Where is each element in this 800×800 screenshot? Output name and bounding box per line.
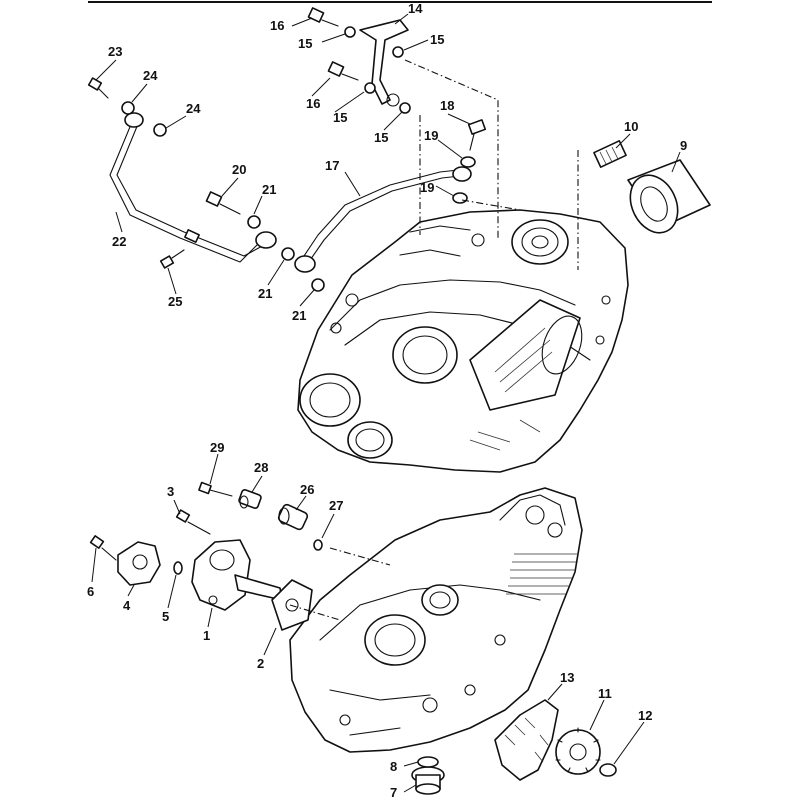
washer-15b xyxy=(392,46,404,58)
callout-16-b: 16 xyxy=(306,96,320,111)
callout-17: 17 xyxy=(325,158,339,173)
center-line-gasket xyxy=(289,604,341,621)
bolt-3 xyxy=(175,509,211,535)
sprocket-11 xyxy=(555,727,601,775)
callout-11: 11 xyxy=(598,686,612,701)
bolt-18 xyxy=(467,119,487,151)
callout-4: 4 xyxy=(123,598,131,613)
bolt-29 xyxy=(198,481,233,497)
center-line-19 xyxy=(461,199,521,211)
callout-3: 3 xyxy=(167,484,174,499)
callout-19-b: 19 xyxy=(420,180,434,195)
part-28 xyxy=(238,489,262,509)
callout-20: 20 xyxy=(232,162,246,177)
washer-21c xyxy=(311,278,325,292)
oil-pipe-14 xyxy=(359,19,409,107)
oil-filter xyxy=(627,159,711,234)
callout-5: 5 xyxy=(162,609,169,624)
callout-16-a: 16 xyxy=(270,18,284,33)
pump-cover xyxy=(117,541,161,586)
bolt-16-top xyxy=(307,7,339,27)
circlip-12 xyxy=(599,763,617,777)
o-ring xyxy=(173,561,183,575)
lower-crankcase xyxy=(289,487,583,753)
part-26 xyxy=(277,503,309,531)
washer-19b xyxy=(452,192,468,204)
callout-13: 13 xyxy=(560,670,574,685)
callout-9: 9 xyxy=(680,138,687,153)
washer-8 xyxy=(417,756,439,768)
union-bolt-10 xyxy=(593,140,627,168)
callout-22: 22 xyxy=(112,234,126,249)
center-line-union xyxy=(404,59,499,240)
callout-14: 14 xyxy=(408,1,423,16)
callout-6: 6 xyxy=(87,584,94,599)
callout-24-a: 24 xyxy=(143,68,158,83)
callout-10: 10 xyxy=(624,119,638,134)
washer-15d xyxy=(399,102,411,114)
callout-2: 2 xyxy=(257,656,264,671)
bolt-20 xyxy=(205,191,241,215)
bolt-6 xyxy=(89,535,117,561)
callout-15-d: 15 xyxy=(374,130,388,145)
washer-19a xyxy=(460,156,476,168)
pump-gasket xyxy=(271,579,313,631)
callout-24-b: 24 xyxy=(186,101,201,116)
callout-15-a: 15 xyxy=(298,36,312,51)
callout-21-b: 21 xyxy=(258,286,272,301)
washer-24a xyxy=(121,101,135,115)
o-ring-27 xyxy=(313,539,323,551)
callout-1: 1 xyxy=(203,628,210,643)
washer-21a xyxy=(247,215,261,229)
upper-crankcase xyxy=(297,209,629,473)
callout-25: 25 xyxy=(168,294,182,309)
callout-29: 29 xyxy=(210,440,224,455)
oil-pipe-22 xyxy=(109,112,277,263)
callout-12: 12 xyxy=(638,708,652,723)
callout-26: 26 xyxy=(300,482,314,497)
bolt-16-mid xyxy=(327,61,359,81)
washer-15a xyxy=(344,26,356,38)
washer-21b xyxy=(281,247,295,261)
drain-plug-7 xyxy=(411,766,445,795)
oil-pipe-17 xyxy=(294,166,472,273)
callout-15-c: 15 xyxy=(333,110,347,125)
leader-lines xyxy=(91,13,681,793)
callout-8: 8 xyxy=(390,759,397,774)
drive-chain-13 xyxy=(494,699,559,781)
bolt-25 xyxy=(159,249,185,269)
callout-7: 7 xyxy=(390,785,397,800)
washer-24b xyxy=(153,123,167,137)
callout-19-a: 19 xyxy=(424,128,438,143)
callout-23: 23 xyxy=(108,44,122,59)
callout-18: 18 xyxy=(440,98,454,113)
bolt-23 xyxy=(87,77,109,99)
washer-15c xyxy=(364,82,376,94)
callout-27: 27 xyxy=(329,498,343,513)
oil-pump xyxy=(191,539,283,611)
callout-21-a: 21 xyxy=(262,182,276,197)
callout-15-b: 15 xyxy=(430,32,444,47)
callout-28: 28 xyxy=(254,460,268,475)
center-line-pump xyxy=(329,547,391,566)
callout-21-c: 21 xyxy=(292,308,306,323)
